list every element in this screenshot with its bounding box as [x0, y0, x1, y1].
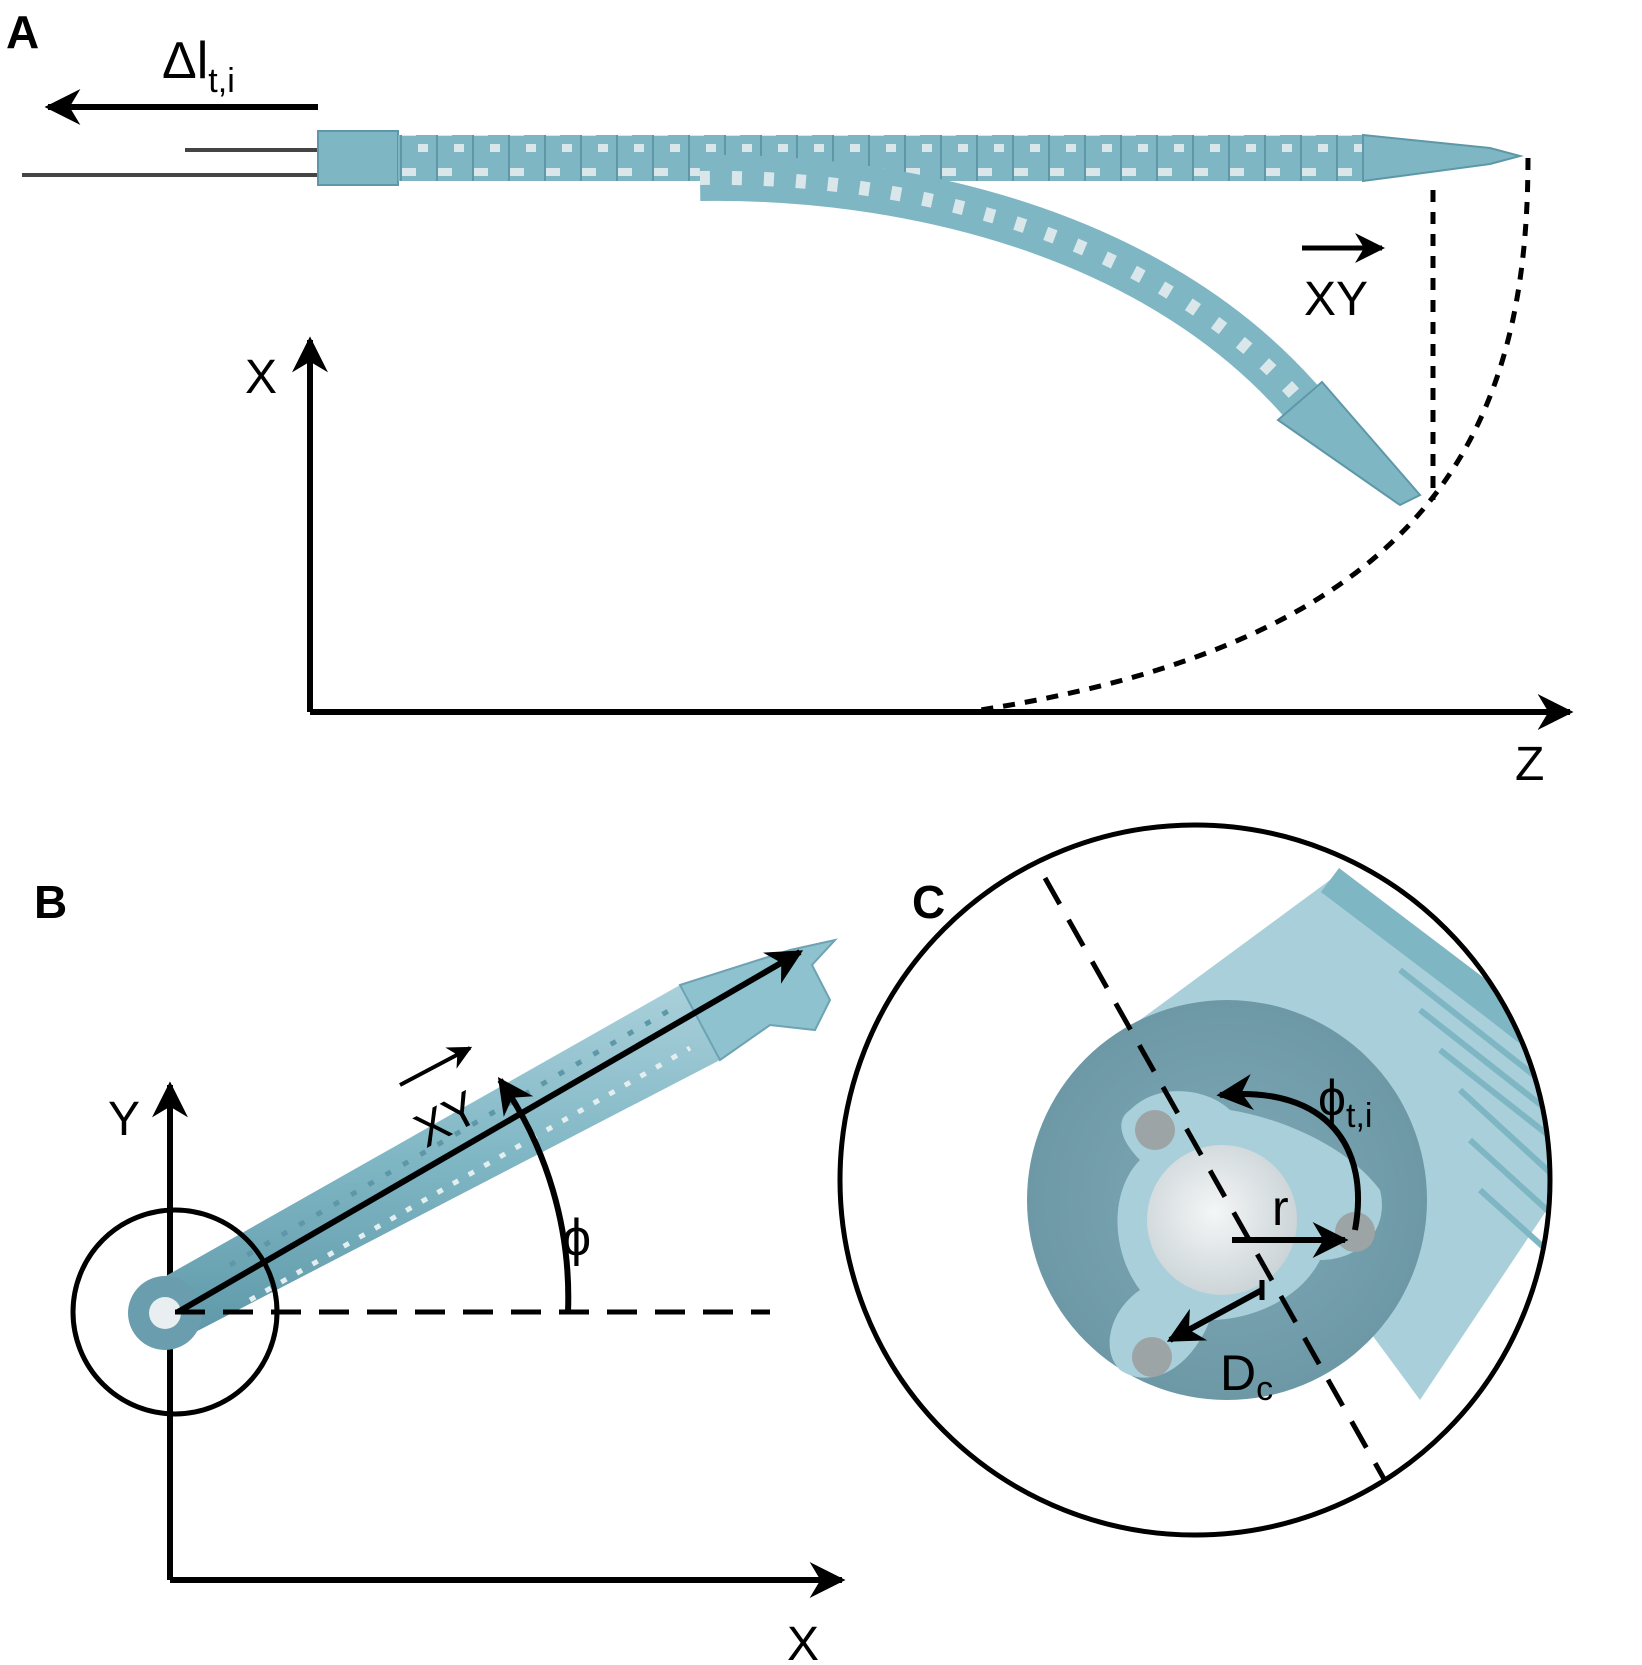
robot-perspective-slots-lower [248, 1045, 692, 1303]
phi-angle-label: ϕ [562, 1209, 591, 1267]
x-axis-label-b: X [787, 1618, 819, 1665]
phi-ti-subscript: t,i [1346, 1097, 1372, 1135]
tendon-channel-1 [1135, 1110, 1175, 1150]
z-axis-label-a: Z [1515, 738, 1544, 791]
bent-robot [699, 154, 1422, 507]
detail-tube-edge [1320, 868, 1550, 1112]
panel-a: A Δlt,i XY X Z [6, 6, 1574, 791]
x-axis-label-a: X [245, 351, 277, 404]
panel-b: B Y X XY ϕ [34, 876, 846, 1665]
panel-b-label: B [34, 876, 67, 928]
delta-l-label: Δlt,i [162, 32, 235, 100]
dc-arrow [1166, 1287, 1264, 1343]
straight-robot-base [317, 130, 399, 186]
straight-robot-tip [1362, 133, 1524, 183]
xy-vector-b [176, 949, 804, 1315]
phi-ti-symbol: ϕ [1318, 1070, 1346, 1126]
bent-robot-tip [1276, 380, 1422, 507]
xy-vector-small-arrow-b [399, 1046, 473, 1087]
dc-subscript: c [1256, 1370, 1273, 1408]
detail-view [1027, 868, 1550, 1527]
bent-robot-slots [699, 170, 1306, 405]
panel-a-label: A [6, 6, 39, 58]
dc-label: Dc [1220, 1345, 1273, 1408]
delta-l-symbol: Δl [162, 32, 208, 90]
tip-workspace-curve [979, 157, 1531, 713]
phi-angle-arc [497, 1077, 572, 1313]
phi-ti-arc [1216, 1074, 1361, 1231]
robot-perspective-lumen [149, 1297, 181, 1329]
detail-circle [837, 822, 1553, 1538]
r-label: r [1272, 1180, 1289, 1236]
panel-c: C [837, 822, 1553, 1538]
y-axis-label-b: Y [108, 1093, 140, 1146]
tendon-channel-3 [1132, 1337, 1172, 1377]
panel-c-label: C [912, 876, 945, 928]
delta-l-subscript: t,i [208, 62, 234, 100]
robot-perspective [128, 938, 838, 1350]
detail-dashed-line [1042, 876, 1413, 1527]
xy-vector-label-a: XY [1304, 273, 1368, 326]
detail-tube-rings [1378, 927, 1550, 1283]
dc-symbol: D [1220, 1345, 1256, 1401]
bent-robot-body [699, 154, 1318, 416]
phi-ti-label: ϕt,i [1318, 1070, 1372, 1135]
robot-perspective-slots-upper [228, 1007, 672, 1268]
